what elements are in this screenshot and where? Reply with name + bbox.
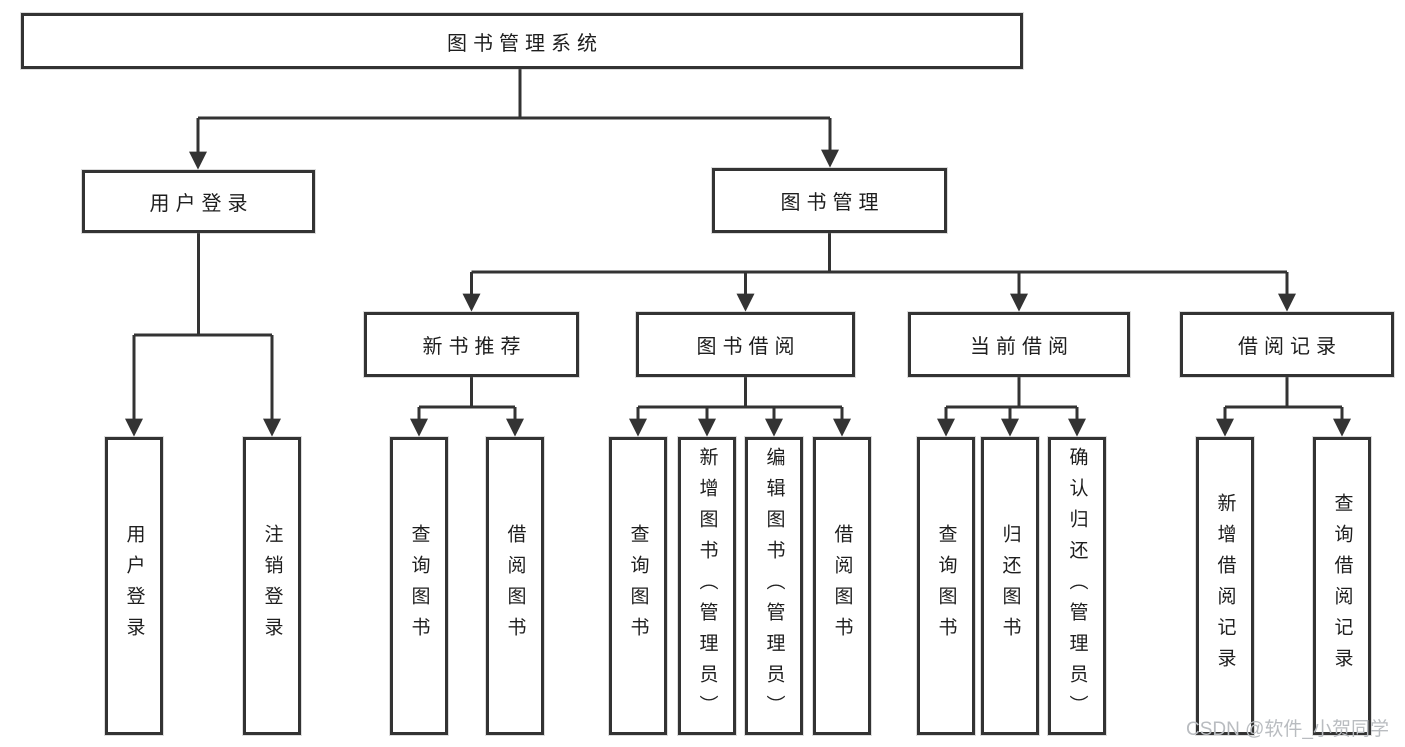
node-book-borrowing: 图书借阅 <box>636 312 855 377</box>
leaf-search-books-borrowing: 查询图书 <box>609 437 667 735</box>
node-borrowing-records: 借阅记录 <box>1180 312 1394 377</box>
node-root-library-system: 图书管理系统 <box>21 13 1023 69</box>
node-book-management: 图书管理 <box>712 168 947 233</box>
node-current-borrowing: 当前借阅 <box>908 312 1130 377</box>
leaf-user-login: 用户登录 <box>105 437 163 735</box>
node-new-book-recommend: 新书推荐 <box>364 312 579 377</box>
leaf-edit-books-admin: 编辑图书（管理员） <box>745 437 803 735</box>
csdn-watermark: CSDN @软件_小贺同学 <box>1186 719 1389 740</box>
node-user-login: 用户登录 <box>82 170 315 233</box>
leaf-search-books-recommend: 查询图书 <box>390 437 448 735</box>
leaf-logout: 注销登录 <box>243 437 301 735</box>
leaf-add-borrow-record: 新增借阅记录 <box>1196 437 1254 735</box>
leaf-search-books-current: 查询图书 <box>917 437 975 735</box>
leaf-add-books-admin: 新增图书（管理员） <box>678 437 736 735</box>
leaf-confirm-return-admin: 确认归还（管理员） <box>1048 437 1106 735</box>
leaf-search-borrow-record: 查询借阅记录 <box>1313 437 1371 735</box>
leaf-borrow-books: 借阅图书 <box>813 437 871 735</box>
leaf-return-books: 归还图书 <box>981 437 1039 735</box>
leaf-borrow-books-recommend: 借阅图书 <box>486 437 544 735</box>
